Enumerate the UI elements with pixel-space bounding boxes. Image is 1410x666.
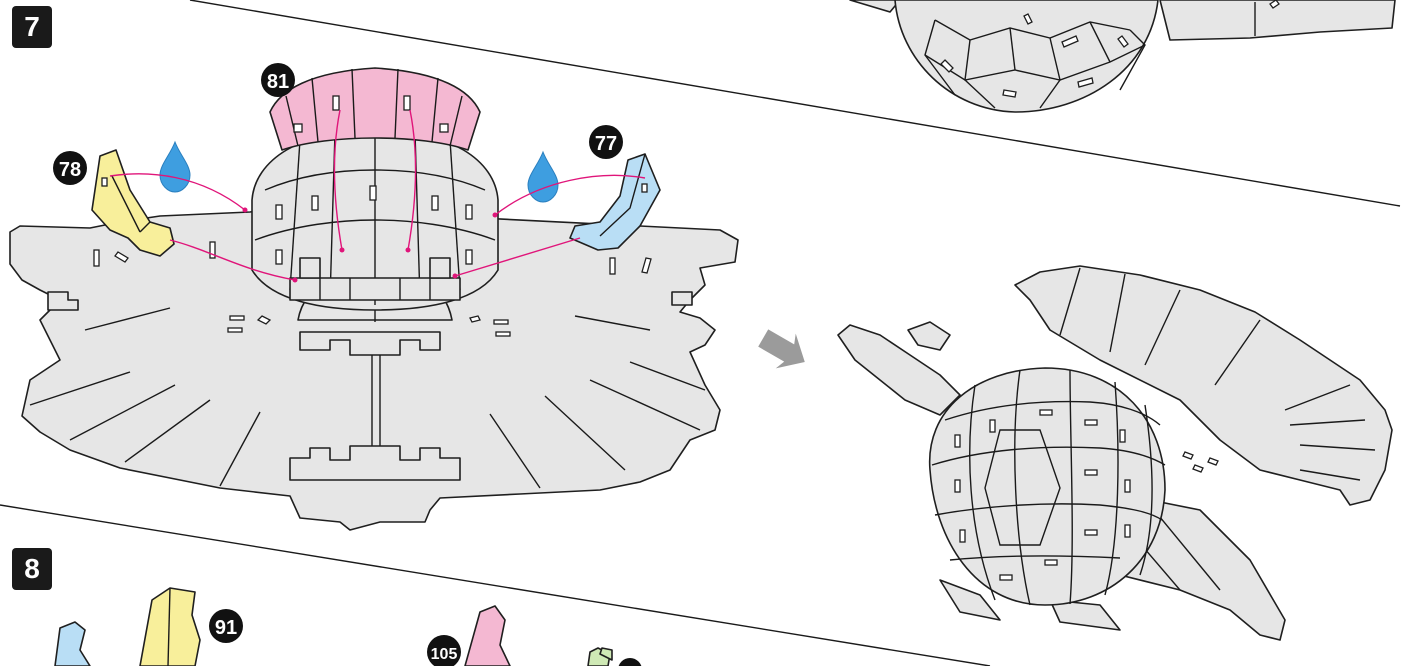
callout-105: 105 <box>427 635 461 666</box>
callout-81-label: 81 <box>267 71 289 93</box>
callout-91-label: 91 <box>215 617 237 639</box>
result-arrow-icon <box>753 321 815 380</box>
glue-drop-icon <box>528 152 558 202</box>
callout-91: 91 <box>209 609 243 643</box>
callout-105-label: 105 <box>431 646 458 663</box>
callout-partial <box>618 658 642 666</box>
callout-77: 77 <box>589 125 623 159</box>
step7-result-assembly <box>838 266 1392 640</box>
callout-78-label: 78 <box>59 159 81 181</box>
step7-dome-body <box>252 130 498 310</box>
step8-parts <box>55 588 612 666</box>
callout-81: 81 <box>261 63 295 97</box>
glue-drop-icon <box>160 142 190 192</box>
previous-step-result <box>850 0 1395 112</box>
callout-77-label: 77 <box>595 133 617 155</box>
callout-78: 78 <box>53 151 87 185</box>
part-81-pink <box>270 68 480 150</box>
